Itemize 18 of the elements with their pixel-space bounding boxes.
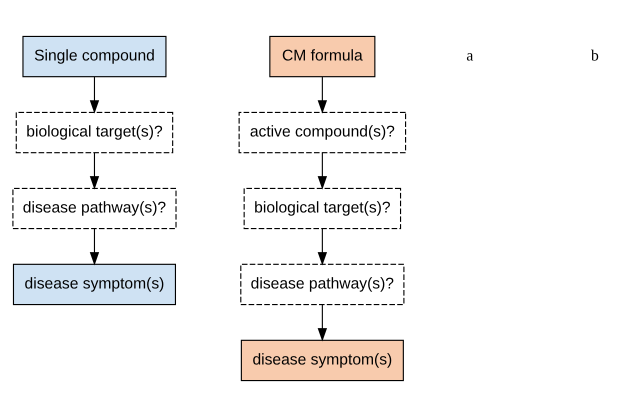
arrow xyxy=(90,153,100,190)
arrow xyxy=(90,77,100,114)
node-box: Single compound xyxy=(22,36,167,78)
arrow xyxy=(318,153,328,190)
node-box: disease pathway(s)? xyxy=(240,264,404,306)
arrow xyxy=(318,304,328,342)
label: b xyxy=(591,48,599,65)
node-box: biological target(s)? xyxy=(244,188,402,230)
node-box: CM formula xyxy=(269,36,376,78)
arrow xyxy=(90,228,100,266)
arrow xyxy=(318,228,328,266)
node-box: disease pathway(s)? xyxy=(12,188,177,230)
node-box: disease symptom(s) xyxy=(240,340,404,382)
node-box: active compound(s)? xyxy=(238,112,406,154)
node-box: disease symptom(s) xyxy=(12,264,176,306)
arrow xyxy=(318,77,328,114)
label: a xyxy=(466,48,474,65)
node-box: biological target(s)? xyxy=(16,112,174,154)
